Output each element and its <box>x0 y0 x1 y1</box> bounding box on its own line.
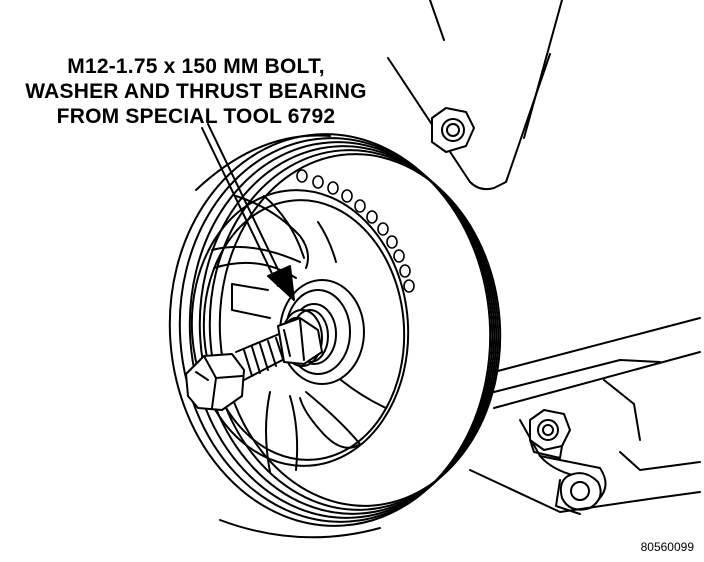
cover-bolt-upper <box>431 107 475 153</box>
timing-holes <box>296 169 415 293</box>
bolt-callout-label: M12-1.75 x 150 MM BOLT, WASHER AND THRUS… <box>0 54 392 129</box>
installer-bolt <box>185 317 323 411</box>
callout-line-2: WASHER AND THRUST BEARING <box>25 80 367 103</box>
callout-arrow <box>201 123 295 301</box>
cover-bolt-lower <box>529 409 571 459</box>
figure-number: 80560099 <box>640 540 694 554</box>
lower-bracket <box>469 317 701 515</box>
engine-front-cover <box>387 0 563 191</box>
callout-line-3: FROM SPECIAL TOOL 6792 <box>56 105 336 128</box>
callout-line-1: M12-1.75 x 150 MM BOLT, <box>67 55 325 78</box>
